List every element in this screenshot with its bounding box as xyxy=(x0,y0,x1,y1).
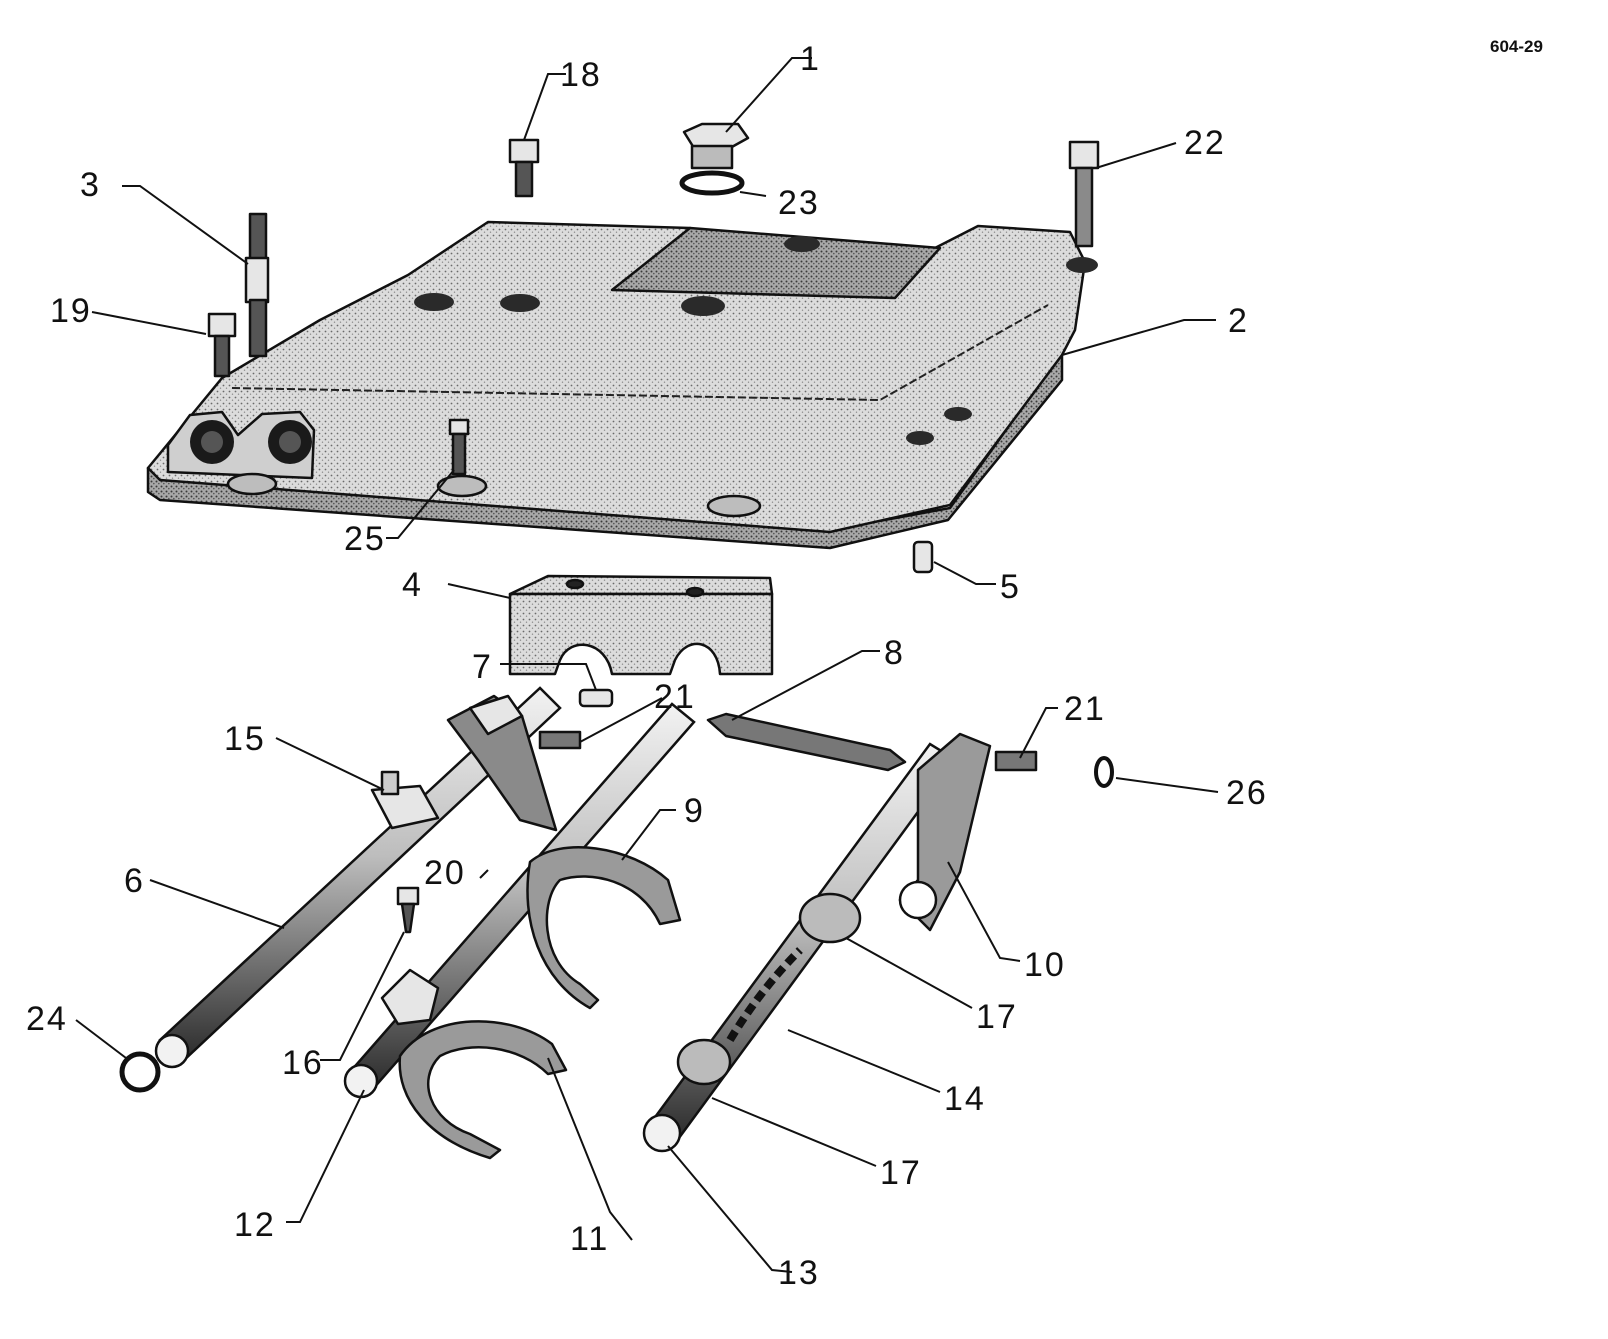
leader-lines xyxy=(75,57,1219,1273)
callout-7: 7 xyxy=(472,648,493,686)
callout-8: 8 xyxy=(884,634,905,672)
callout-22: 22 xyxy=(1184,124,1226,162)
fork-upper xyxy=(446,694,558,832)
callout-18: 18 xyxy=(560,56,602,94)
callout-11: 11 xyxy=(570,1220,609,1258)
callout-21b: 21 xyxy=(1064,690,1106,728)
callout-25: 25 xyxy=(344,520,386,558)
callout-24: 24 xyxy=(26,1000,68,1038)
rod-8 xyxy=(706,712,907,772)
callout-6: 6 xyxy=(124,862,145,900)
breather-25 xyxy=(448,418,470,476)
selector-15 xyxy=(370,770,440,830)
bracket-4 xyxy=(508,574,774,676)
callout-17b: 17 xyxy=(880,1154,922,1192)
small-screws xyxy=(119,688,1114,1093)
bolt-19 xyxy=(207,312,237,378)
callout-9: 9 xyxy=(684,792,705,830)
callout-16: 16 xyxy=(282,1044,324,1082)
callout-10: 10 xyxy=(1024,946,1066,984)
callout-4: 4 xyxy=(402,566,423,604)
callout-17a: 17 xyxy=(976,998,1018,1036)
fork-9 xyxy=(526,846,682,1010)
callout-14: 14 xyxy=(944,1080,986,1118)
callout-15: 15 xyxy=(224,720,266,758)
stud-3 xyxy=(244,212,270,358)
callout-1: 1 xyxy=(800,40,821,78)
dowel-5 xyxy=(912,540,934,574)
callout-13: 13 xyxy=(778,1254,820,1292)
callout-labels: 604-29 1 2 3 4 5 6 7 8 9 10 11 12 13 14 … xyxy=(26,37,1543,1292)
callout-3: 3 xyxy=(80,166,101,204)
callout-21a: 21 xyxy=(654,678,696,716)
callout-23: 23 xyxy=(778,184,820,222)
callout-20: 20 xyxy=(424,854,466,892)
callout-26: 26 xyxy=(1226,774,1268,812)
cover-plate xyxy=(146,220,1098,550)
figure-id: 604-29 xyxy=(1490,37,1543,56)
callout-5: 5 xyxy=(1000,568,1021,606)
fork-11 xyxy=(380,968,568,1160)
bolt-22 xyxy=(1068,140,1100,248)
callout-2: 2 xyxy=(1228,302,1249,340)
fork-10 xyxy=(898,732,992,932)
callout-19: 19 xyxy=(50,292,92,330)
plug-1 xyxy=(679,122,750,196)
callout-12: 12 xyxy=(234,1206,276,1244)
bolt-18 xyxy=(508,138,540,198)
